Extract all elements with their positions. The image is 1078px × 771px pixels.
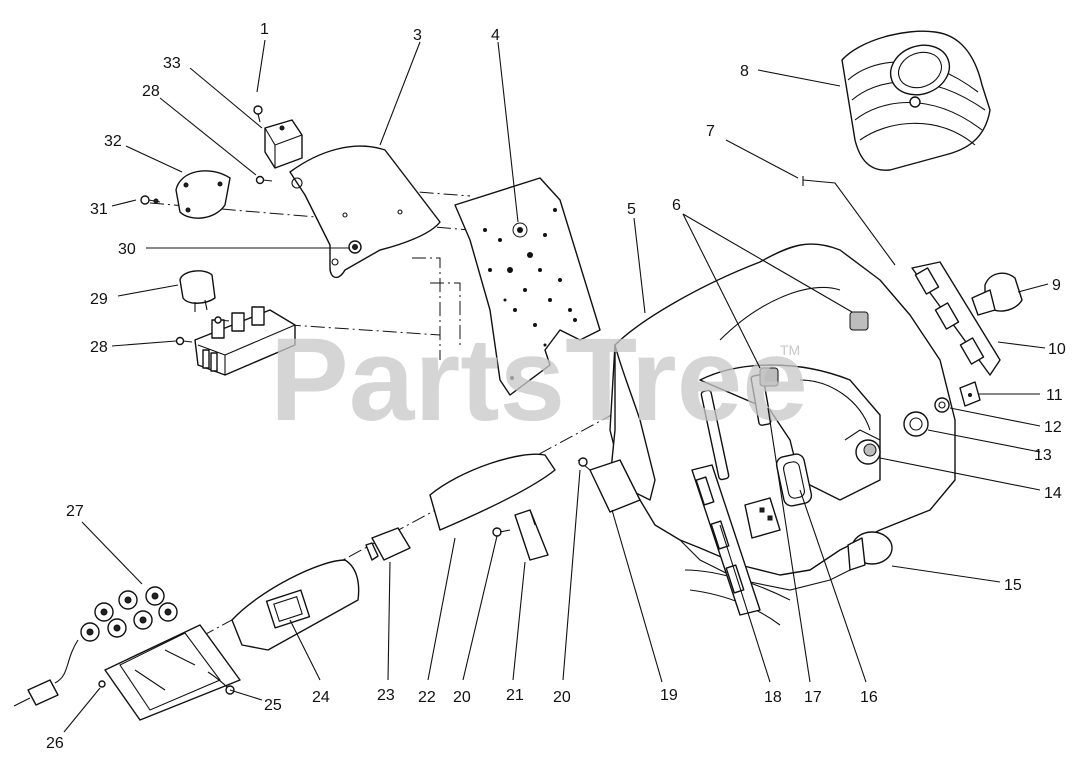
part-5-console-housing <box>609 243 956 626</box>
part-27-grommets <box>80 586 178 642</box>
part-8-boot <box>841 30 991 171</box>
callout-16: 16 <box>860 689 878 706</box>
callout-8: 8 <box>740 63 749 80</box>
callout-20-right: 20 <box>553 689 571 706</box>
callout-28-upper: 28 <box>142 83 160 100</box>
watermark-tm: TM <box>780 342 800 358</box>
part-4-panel <box>454 177 601 396</box>
part-20-screw <box>492 527 511 537</box>
part-28-screw-lower <box>175 336 193 346</box>
callout-25: 25 <box>264 697 282 714</box>
part-7-rod <box>802 176 896 266</box>
callout-31: 31 <box>90 201 108 218</box>
callout-14: 14 <box>1044 485 1062 502</box>
callout-10: 10 <box>1048 341 1066 358</box>
part-30-nut <box>348 240 362 254</box>
callout-19: 19 <box>660 687 678 704</box>
part-22-lens <box>429 453 556 531</box>
callout-32: 32 <box>104 133 122 150</box>
callout-7: 7 <box>706 123 715 140</box>
callout-30: 30 <box>118 241 136 258</box>
part-32-cover <box>175 170 231 219</box>
callout-22: 22 <box>418 689 436 706</box>
part-10-trim <box>911 261 1001 376</box>
callout-labels: 1 33 3 4 28 32 31 30 29 28 5 6 7 8 9 10 … <box>46 21 1066 752</box>
watermark-text: PartsTree <box>270 314 808 446</box>
part-13-washer <box>903 411 929 437</box>
leader-lines <box>63 39 1049 733</box>
callout-17: 17 <box>804 689 822 706</box>
callout-4: 4 <box>491 27 500 44</box>
part-31-screw <box>140 195 161 205</box>
callout-18: 18 <box>764 689 782 706</box>
callout-20-left: 20 <box>453 689 471 706</box>
part-1-screw <box>253 105 263 123</box>
part-14-switch <box>844 429 881 465</box>
part-26-plate <box>98 624 241 721</box>
callout-9: 9 <box>1052 277 1061 294</box>
part-9-knob <box>971 272 1023 316</box>
part-19-bracket <box>577 457 641 513</box>
callout-5: 5 <box>627 201 636 218</box>
callout-33: 33 <box>163 55 181 72</box>
callout-3: 3 <box>413 27 422 44</box>
callout-28-lower: 28 <box>90 339 108 356</box>
fuse-block <box>194 306 296 376</box>
callout-26: 26 <box>46 735 64 752</box>
watermark: PartsTree TM <box>270 314 808 446</box>
part-plug <box>13 639 79 707</box>
callout-1: 1 <box>260 21 269 38</box>
callout-6: 6 <box>672 197 681 214</box>
callout-13: 13 <box>1034 447 1052 464</box>
callout-21: 21 <box>506 687 524 704</box>
part-11-connector <box>959 381 981 407</box>
part-21-bracket <box>514 509 549 561</box>
callout-27: 27 <box>66 503 84 520</box>
part-3-bracket <box>289 145 441 278</box>
part-33-relay <box>264 119 303 169</box>
part-24-cover <box>231 559 360 651</box>
callout-24: 24 <box>312 689 330 706</box>
part-12-washer <box>934 397 950 413</box>
part-15-lamp <box>847 531 893 571</box>
callout-29: 29 <box>90 291 108 308</box>
part-23-connector <box>365 527 411 561</box>
part-17-switch <box>744 497 781 539</box>
part-28-screw-upper <box>255 175 273 185</box>
callout-11: 11 <box>1046 387 1063 404</box>
callout-15: 15 <box>1004 577 1022 594</box>
part-29-relay <box>179 270 216 312</box>
callout-23: 23 <box>377 687 395 704</box>
part-6-keys <box>759 311 869 387</box>
callout-12: 12 <box>1044 419 1062 436</box>
